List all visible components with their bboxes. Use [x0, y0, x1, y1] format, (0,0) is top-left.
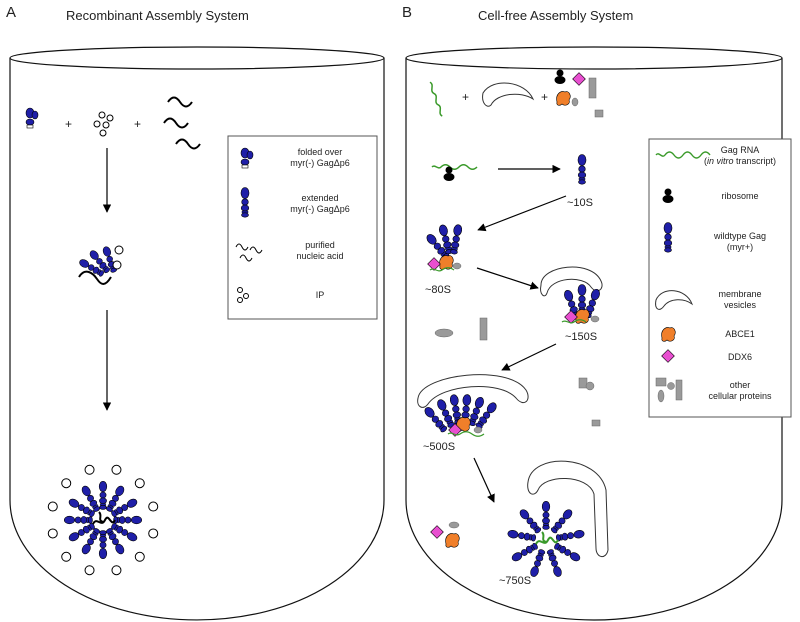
legend-membrane-vesicle-icon	[655, 290, 694, 310]
legend-abce1-icon	[661, 327, 676, 342]
ddx6-top-icon	[572, 72, 586, 86]
folded-gag-icon	[25, 107, 39, 129]
stage-label-10s: ~10S	[567, 197, 593, 209]
assembled-particle-a	[47, 464, 159, 576]
complex-80s	[424, 223, 463, 272]
ribosome-top-icon	[554, 69, 566, 84]
particle-ip	[148, 528, 159, 539]
small-complex-a	[77, 245, 124, 285]
arrow-b3	[476, 267, 539, 290]
particle-gag	[528, 548, 547, 578]
particle-ip	[61, 551, 72, 562]
particle-gag	[555, 529, 586, 543]
particle-ip	[47, 501, 58, 512]
nucleic-acid-icon	[163, 96, 201, 150]
gag-rna-icon	[429, 81, 443, 117]
legend-b-item-1: ribosome	[721, 191, 759, 201]
plus-a2: +	[134, 117, 142, 131]
particle-ip	[61, 478, 72, 489]
legend-gag-rna-icon	[655, 151, 711, 159]
legend-b-box	[648, 138, 792, 418]
membrane-vesicle-icon	[482, 82, 535, 107]
arrow-b4	[501, 343, 557, 371]
particle-rna	[92, 511, 116, 525]
rna-ribosome-strand	[431, 164, 478, 170]
legend-nucleic-acid-icon	[235, 243, 263, 262]
plus-b1: +	[462, 90, 470, 104]
particle-gag	[113, 515, 143, 525]
stage-label-500s: ~500S	[423, 441, 456, 453]
particle-gag	[506, 529, 537, 543]
particle-gag	[549, 507, 575, 535]
legend-other-proteins-icon	[655, 377, 683, 403]
stage-label-150s: ~150S	[565, 331, 598, 343]
legend-a-box	[227, 135, 378, 320]
particle-rna	[535, 531, 559, 545]
assembled-particle-b	[506, 500, 586, 578]
particle-ip	[148, 501, 159, 512]
ddx6-free-icon	[430, 525, 444, 539]
abce1-top-icon	[556, 91, 571, 106]
particle-gag	[552, 541, 582, 563]
legend-extended-gag-icon	[240, 187, 250, 218]
legend-b-item-4: ABCE1	[725, 329, 755, 339]
particle-gag	[98, 480, 108, 510]
particle-ip	[134, 551, 145, 562]
particle-gag	[510, 541, 540, 563]
legend-b-item-5: DDX6	[727, 352, 752, 362]
vesicle-750s	[527, 460, 609, 557]
particle-gag	[517, 507, 543, 535]
complex-150s	[540, 266, 603, 324]
panel-a-title: Recombinant Assembly System	[66, 8, 249, 23]
tube-a	[9, 46, 385, 621]
particle-gag	[98, 530, 108, 560]
arrow-b5	[473, 457, 495, 503]
panel-b-title: Cell-free Assembly System	[478, 8, 634, 23]
legend-wildtype-gag-icon	[663, 222, 673, 253]
ip-icon	[93, 111, 114, 137]
legend-ip-icon	[237, 287, 249, 303]
abce1-free-icon	[445, 533, 460, 548]
particle-ip	[84, 565, 95, 576]
tube-b	[405, 46, 783, 621]
legend-a-item-3: IP	[315, 290, 325, 300]
panel-b-letter: B	[402, 4, 413, 21]
particle-gag	[545, 548, 564, 578]
legend-b-item-0: Gag RNA (in vitro transcript)	[703, 145, 777, 166]
complex-500s	[417, 374, 529, 437]
plus-b2: +	[541, 90, 549, 104]
particle-ip	[47, 528, 58, 539]
panel-a-letter: A	[6, 4, 17, 21]
particle-ip	[84, 464, 95, 475]
arrow-b2	[477, 195, 567, 232]
particle-ip	[134, 478, 145, 489]
gag-10s-icon	[577, 154, 587, 185]
stage-label-80s: ~80S	[425, 284, 451, 296]
particle-gag	[63, 515, 93, 525]
particle-ip	[111, 565, 122, 576]
stage-label-750s: ~750S	[499, 575, 532, 587]
legend-b-item-2: wildtype Gag(myr+)	[713, 231, 767, 252]
plus-a1: +	[65, 117, 73, 131]
particle-ip	[111, 464, 122, 475]
particle-gag	[541, 500, 551, 530]
